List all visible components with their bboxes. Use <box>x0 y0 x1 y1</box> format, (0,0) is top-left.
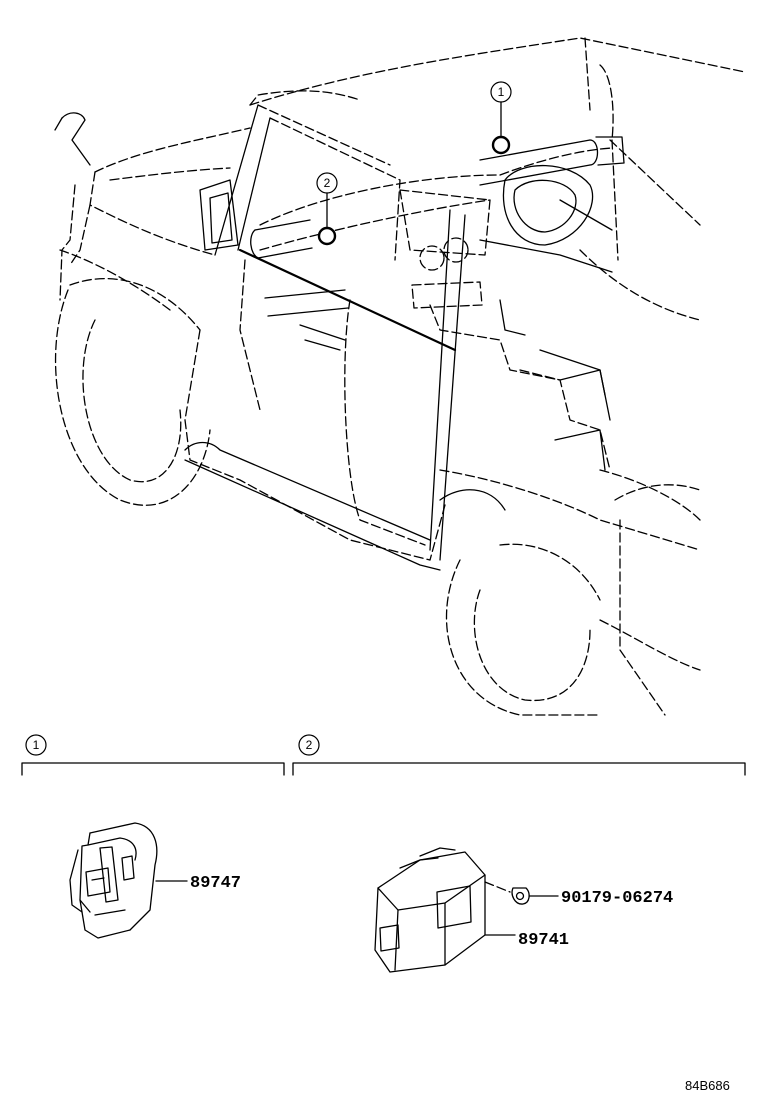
section-1-header: 1 <box>21 734 285 776</box>
control-unit-drawing <box>374 847 486 973</box>
part-number-90179-06274: 90179-06274 <box>561 889 673 908</box>
svg-text:1: 1 <box>498 85 505 99</box>
section-2-header: 2 <box>292 734 746 776</box>
callout-1: 1 <box>490 81 512 155</box>
svg-text:2: 2 <box>306 738 313 752</box>
svg-text:2: 2 <box>324 176 331 190</box>
location-marker-1 <box>491 135 511 155</box>
svg-text:1: 1 <box>33 738 40 752</box>
location-marker-2 <box>317 226 337 246</box>
part-number-89747: 89747 <box>190 874 241 893</box>
callout-2: 2 <box>316 172 338 246</box>
figure-code: 84B686 <box>685 1078 730 1093</box>
vehicle-outline <box>54 37 746 716</box>
receiver-part-drawing <box>69 822 158 939</box>
part-number-89741: 89741 <box>518 931 569 950</box>
nut-drawing <box>511 887 530 905</box>
